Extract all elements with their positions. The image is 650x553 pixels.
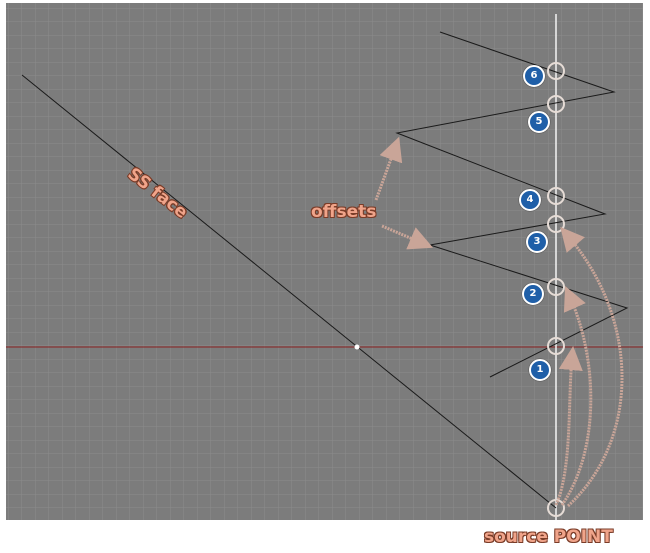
arrow-to-2 — [560, 286, 593, 506]
grid — [6, 3, 643, 520]
marker-badge-3: 3 — [526, 231, 548, 253]
marker-ring-4 — [547, 187, 565, 205]
marker-ring-1 — [547, 337, 565, 355]
face-origin-point — [354, 344, 360, 350]
source-point-ring — [547, 499, 565, 517]
offsets-label: offsets — [311, 202, 377, 222]
offsets-arrows — [374, 136, 434, 250]
marker-badge-1: 1 — [529, 359, 551, 381]
ss-face-line — [21, 74, 557, 509]
arrow-to-3 — [560, 226, 624, 508]
marker-badge-6: 6 — [523, 65, 545, 87]
marker-ring-3 — [547, 215, 565, 233]
arrow-to-1 — [554, 346, 583, 506]
marker-badge-2: 2 — [522, 283, 544, 305]
marker-badge-5: 5 — [528, 111, 550, 133]
marker-ring-5 — [547, 95, 565, 113]
marker-ring-6 — [547, 62, 565, 80]
marker-badge-4: 4 — [519, 189, 541, 211]
source-point-label: source POINT — [484, 527, 613, 547]
offsets-arrow-right — [381, 224, 434, 250]
offsets-arrow-up — [374, 136, 403, 201]
intersection-markers — [547, 62, 565, 517]
offset-path — [395, 31, 629, 378]
source-arrows — [554, 226, 624, 508]
